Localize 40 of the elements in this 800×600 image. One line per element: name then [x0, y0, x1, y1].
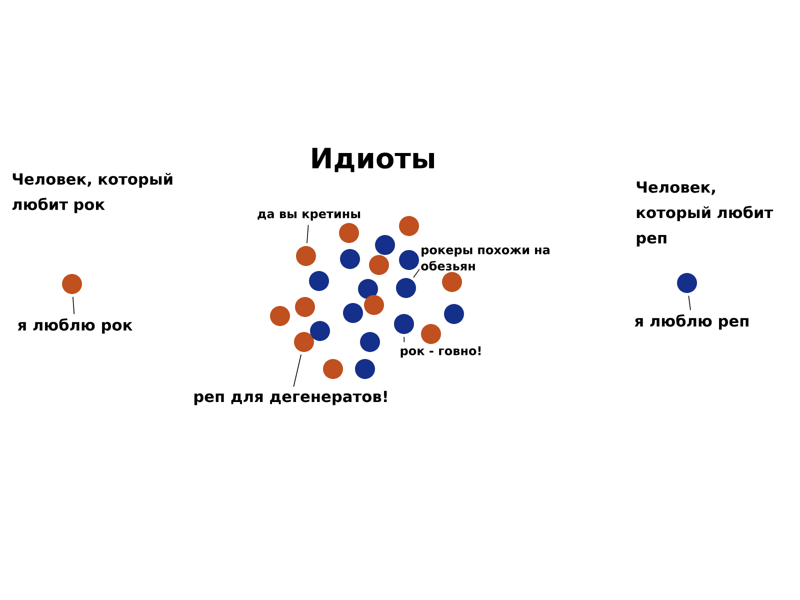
person-dot [444, 304, 464, 324]
person-dot [309, 271, 329, 291]
person-dot [310, 321, 330, 341]
person-dot [677, 273, 697, 293]
person-dot [295, 297, 315, 317]
speech-label: реп для дегенератов! [194, 390, 387, 406]
leader-line [413, 268, 420, 278]
person-dot [323, 359, 343, 379]
group-heading: Человек, который любит реп [636, 182, 774, 246]
person-dot [62, 274, 82, 294]
person-dot [296, 246, 316, 266]
person-dot [369, 255, 389, 275]
group-heading: Человек, который любит рок [12, 172, 172, 214]
person-dot [340, 249, 360, 269]
leader-line [306, 224, 309, 244]
person-dot [396, 278, 416, 298]
leader-line [404, 336, 405, 343]
person-dot [442, 272, 462, 292]
speech-label: да вы кретины [258, 211, 360, 221]
person-dot [343, 303, 363, 323]
speech-label: я люблю рок [18, 318, 132, 334]
person-dot [358, 279, 378, 299]
person-dot [364, 295, 384, 315]
person-dot [360, 332, 380, 352]
person-dot [399, 250, 419, 270]
person-dot [270, 306, 290, 326]
speech-label: я люблю реп [634, 314, 748, 330]
person-dot [394, 314, 414, 334]
person-dot [375, 235, 395, 255]
person-dot [339, 223, 359, 243]
person-dot [355, 359, 375, 379]
person-dot [421, 324, 441, 344]
leader-line [72, 296, 75, 314]
leader-line [293, 354, 302, 388]
speech-label: рок - говно! [400, 346, 481, 358]
leader-line [688, 295, 691, 310]
person-dot [399, 216, 419, 236]
title: Идиоты [312, 148, 434, 172]
speech-label: рокеры похожи на обезьян [421, 247, 550, 271]
person-dot [294, 332, 314, 352]
